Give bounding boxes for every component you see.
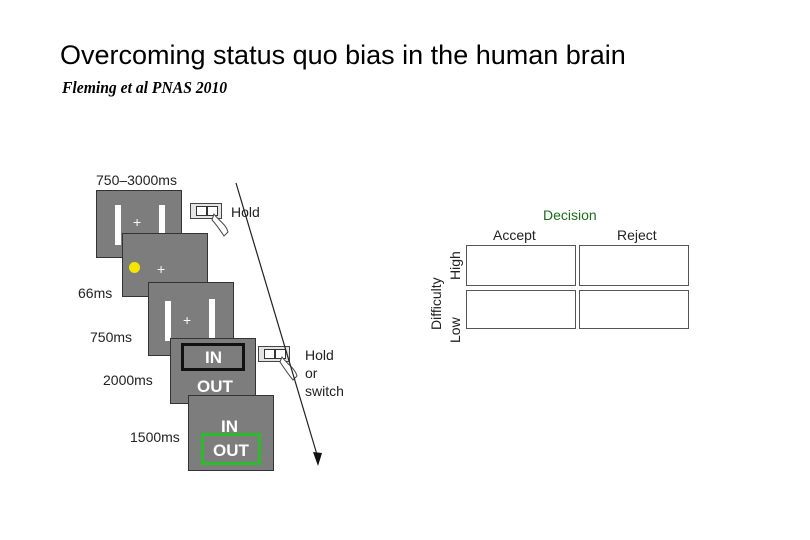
slide-title: Overcoming status quo bias in the human … bbox=[60, 40, 626, 70]
selected-option-frame bbox=[201, 433, 261, 465]
decision-header: Decision bbox=[543, 207, 597, 223]
grid-cell-low-reject bbox=[579, 290, 689, 329]
response-label: Hold bbox=[231, 204, 260, 220]
grid-cell-high-accept bbox=[466, 245, 576, 286]
grid-cell-low-accept bbox=[466, 290, 576, 329]
grid-cell-high-reject bbox=[579, 245, 689, 286]
stimulus-bar bbox=[209, 299, 215, 339]
option-out: OUT bbox=[197, 377, 233, 396]
row-label-low: Low bbox=[447, 317, 463, 343]
stimulus-bar bbox=[159, 205, 165, 245]
default-option-frame bbox=[181, 343, 245, 371]
duration-label: 66ms bbox=[78, 285, 113, 301]
option-in: IN bbox=[205, 348, 222, 367]
duration-label: 2000ms bbox=[103, 372, 153, 388]
finger-icon bbox=[211, 212, 229, 237]
stimulus-bar bbox=[115, 205, 121, 245]
choice-screen: IN OUT bbox=[170, 338, 256, 404]
response-label: Hold or switch bbox=[305, 347, 344, 399]
stimulus-bar bbox=[165, 301, 171, 341]
option-in: IN bbox=[221, 417, 238, 436]
column-label-accept: Accept bbox=[493, 227, 536, 243]
duration-label: 1500ms bbox=[130, 429, 180, 445]
option-out: OUT bbox=[213, 441, 249, 460]
row-axis-label: Difficulty bbox=[428, 277, 444, 330]
fixation-cross: + bbox=[183, 312, 192, 328]
feedback-screen: IN OUT bbox=[188, 395, 274, 471]
fixation-cross: + bbox=[133, 214, 142, 230]
citation: Fleming et al PNAS 2010 bbox=[62, 78, 228, 97]
cue-dot bbox=[129, 262, 140, 273]
column-label-reject: Reject bbox=[617, 227, 657, 243]
duration-label: 750ms bbox=[90, 329, 133, 345]
fixation-cross: + bbox=[157, 261, 166, 277]
row-label-high: High bbox=[447, 251, 463, 280]
duration-label: 750–3000ms bbox=[96, 172, 177, 188]
